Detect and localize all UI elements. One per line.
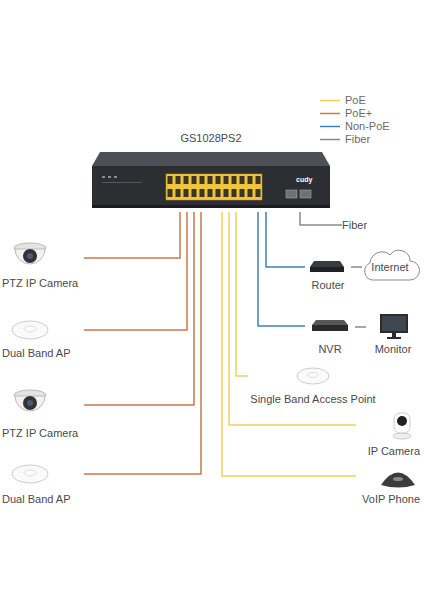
led — [114, 176, 117, 178]
dome-camera-icon — [14, 390, 46, 411]
legend-text: PoE — [345, 94, 366, 107]
legend-text: Fiber — [345, 133, 370, 146]
nonpoe-sample — [320, 126, 340, 128]
brand-logo: cudy — [296, 175, 312, 184]
device-label: Fiber — [342, 219, 367, 232]
icon-part — [12, 465, 48, 483]
icon-part — [394, 413, 410, 433]
legend-text: PoE+ — [345, 107, 372, 120]
device-node: Internet — [362, 252, 418, 282]
device-node: Fiber — [342, 217, 382, 233]
cable-line — [355, 326, 366, 328]
access-point-icon — [12, 465, 48, 483]
icon-part — [365, 250, 420, 280]
icon-part — [27, 253, 33, 259]
device-label: VoIP Phone — [362, 493, 420, 506]
device-node: NVR — [305, 314, 355, 356]
device-label: Dual Band AP — [2, 493, 71, 506]
switch-base — [92, 205, 330, 208]
router-icon — [310, 261, 344, 272]
device-node: IP Camera — [356, 408, 420, 458]
cable-line — [84, 212, 180, 258]
icon-part — [397, 416, 407, 426]
icon-part — [23, 396, 37, 410]
poeplus-sample — [320, 113, 340, 115]
conference-phone-icon — [381, 473, 415, 488]
icon-part — [393, 477, 403, 481]
device-node: VoIP Phone — [356, 460, 420, 506]
icon-part — [23, 249, 37, 263]
icon-part — [310, 261, 344, 267]
sfp-port — [286, 190, 297, 198]
device-node: Dual Band AP — [2, 312, 84, 360]
switch-illustration — [92, 152, 330, 208]
led — [108, 176, 111, 178]
icon-part — [312, 325, 348, 331]
poe-sample — [320, 100, 340, 102]
device-node: PTZ IP Camera — [2, 384, 84, 440]
device-label: Dual Band AP — [2, 347, 71, 360]
sfp-port — [300, 190, 311, 198]
icon-part — [387, 337, 401, 339]
model-name: GS1028PS2 — [180, 132, 241, 145]
nvr-icon — [312, 320, 348, 331]
access-point-icon — [297, 368, 329, 384]
legend-text: Non-PoE — [345, 120, 390, 133]
cable-line — [351, 266, 362, 268]
cable-line — [84, 212, 187, 330]
ip-camera-icon — [393, 413, 411, 439]
icon-part — [12, 321, 48, 339]
device-label: NVR — [318, 343, 341, 356]
icon-part — [392, 333, 396, 337]
legend-lines — [320, 101, 340, 140]
icon-part — [297, 368, 329, 384]
access-point-icon — [12, 321, 48, 339]
device-node: Single Band Access Point — [248, 362, 378, 406]
switch-top — [92, 152, 330, 166]
icon-part — [24, 470, 36, 476]
cable-line — [300, 212, 342, 225]
icon-part — [382, 316, 406, 331]
dome-camera-icon — [14, 243, 46, 264]
cable-line — [266, 212, 305, 267]
led — [102, 176, 105, 178]
device-label: PTZ IP Camera — [2, 277, 78, 290]
switch-front — [92, 166, 330, 207]
device-label: Internet — [371, 261, 408, 274]
cloud-shape — [365, 250, 420, 280]
device-label: Router — [311, 279, 344, 292]
switch-node: GS1028PS2 — [90, 132, 332, 212]
cable-line — [84, 212, 194, 405]
icon-part — [24, 326, 36, 332]
cable-line — [84, 212, 201, 474]
icon-part — [308, 373, 318, 378]
icon-part — [15, 249, 45, 264]
icon-part — [380, 314, 408, 333]
device-node: Monitor — [366, 310, 420, 356]
icon-part — [310, 267, 344, 272]
cable-line — [236, 212, 248, 376]
poe-ports — [166, 174, 262, 200]
fiber-sample — [320, 139, 340, 141]
icon-part — [381, 473, 415, 488]
device-node: Router — [305, 252, 351, 292]
icon-part — [393, 433, 411, 439]
icon-part — [27, 400, 33, 406]
device-label: Monitor — [375, 343, 412, 356]
device-label: Single Band Access Point — [250, 393, 375, 406]
device-node: Dual Band AP — [2, 458, 84, 506]
device-label: IP Camera — [368, 445, 420, 458]
device-node: PTZ IP Camera — [2, 234, 84, 290]
icon-part — [15, 396, 45, 411]
cable-line — [222, 212, 356, 476]
led-row — [102, 182, 142, 183]
monitor-icon — [380, 314, 408, 339]
icon-part — [312, 320, 348, 325]
cable-line — [258, 212, 305, 326]
device-label: PTZ IP Camera — [2, 427, 78, 440]
